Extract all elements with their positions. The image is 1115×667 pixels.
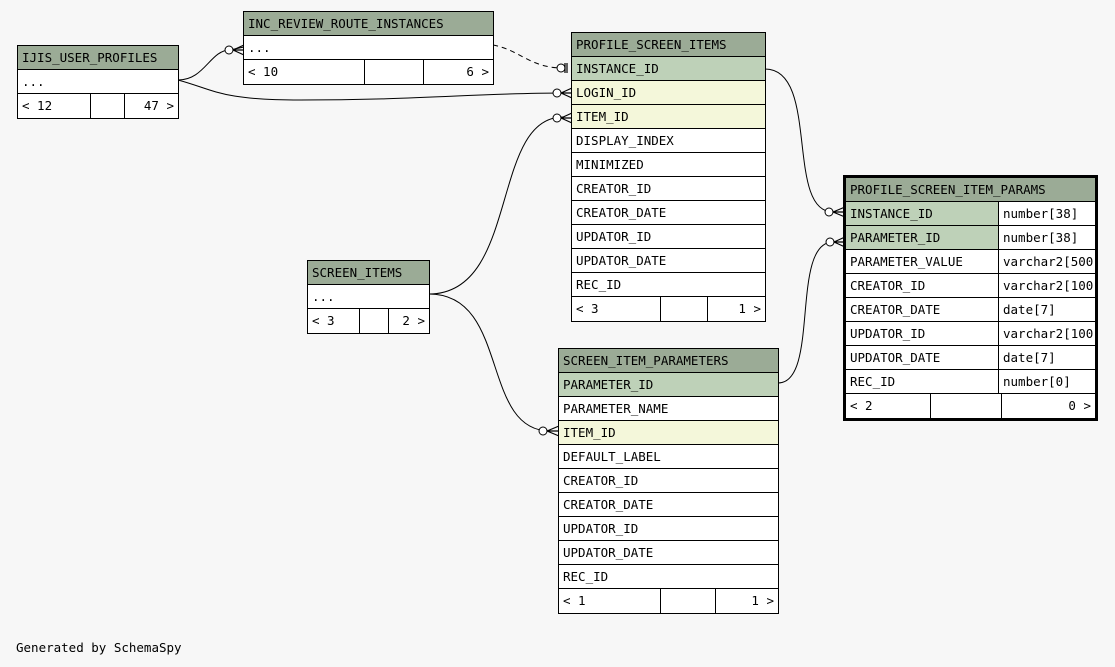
parent-count: < 3 xyxy=(576,301,599,316)
table-title: IJIS_USER_PROFILES xyxy=(22,50,158,65)
table-title: SCREEN_ITEM_PARAMETERS xyxy=(563,353,729,368)
column-login-id[interactable]: LOGIN_ID xyxy=(576,85,637,100)
column-updator-id[interactable]: UPDATOR_ID xyxy=(563,521,639,536)
child-count: 1 > xyxy=(715,589,778,613)
child-count: 6 > xyxy=(423,60,493,84)
column-updator-id[interactable]: UPDATOR_ID xyxy=(576,229,652,244)
relation-sip-psip-parameter xyxy=(777,241,834,384)
column-type: varchar2[100] xyxy=(998,322,1095,345)
column-default-label[interactable]: DEFAULT_LABEL xyxy=(563,449,661,464)
parent-count: < 3 xyxy=(312,313,335,328)
zero-one-marker xyxy=(556,63,566,73)
column-parameter-id[interactable]: PARAMETER_ID xyxy=(563,377,654,392)
relation-ijis-inc xyxy=(177,46,245,81)
column-display-index[interactable]: DISPLAY_INDEX xyxy=(576,133,674,148)
child-count: 47 > xyxy=(124,94,178,118)
parent-count: < 10 xyxy=(248,64,279,79)
column-type: varchar2[100] xyxy=(998,274,1095,297)
column-item-id[interactable]: ITEM_ID xyxy=(563,425,616,440)
column-type: number[0] xyxy=(998,370,1095,393)
column-type: date[7] xyxy=(998,298,1095,321)
column-creator-id[interactable]: CREATOR_ID xyxy=(850,278,926,293)
column-parameter-name[interactable]: PARAMETER_NAME xyxy=(563,401,669,416)
column-item-id[interactable]: ITEM_ID xyxy=(576,109,629,124)
zero-many-marker xyxy=(824,207,834,217)
column-updator-date[interactable]: UPDATOR_DATE xyxy=(576,253,667,268)
table-title: SCREEN_ITEMS xyxy=(312,265,403,280)
column-updator-date[interactable]: UPDATOR_DATE xyxy=(850,350,941,365)
child-count: 1 > xyxy=(707,297,765,321)
zero-many-marker xyxy=(552,113,562,123)
table-profile-screen-item-params[interactable]: PROFILE_SCREEN_ITEM_PARAMS INSTANCE_ID n… xyxy=(843,175,1098,421)
table-screen-item-parameters[interactable]: SCREEN_ITEM_PARAMETERS PARAMETER_ID PARA… xyxy=(558,348,779,614)
zero-many-marker xyxy=(552,88,562,98)
column-creator-id[interactable]: CREATOR_ID xyxy=(563,473,639,488)
table-ijis-user-profiles[interactable]: IJIS_USER_PROFILES ... < 12 47 > xyxy=(17,45,179,119)
column-parameter-id[interactable]: PARAMETER_ID xyxy=(846,226,998,249)
column-instance-id[interactable]: INSTANCE_ID xyxy=(846,202,998,225)
collapsed-columns: ... xyxy=(312,289,335,304)
column-creator-date[interactable]: CREATOR_DATE xyxy=(563,497,654,512)
column-rec-id[interactable]: REC_ID xyxy=(850,374,896,389)
relation-screen-items-sip-item xyxy=(428,293,551,432)
zero-many-marker xyxy=(825,237,835,247)
parent-count: < 12 xyxy=(22,98,53,113)
column-minimized[interactable]: MINIMIZED xyxy=(576,157,644,172)
child-count: 0 > xyxy=(1001,394,1095,418)
zero-many-marker xyxy=(224,45,234,55)
column-rec-id[interactable]: REC_ID xyxy=(576,277,622,292)
relation-ijis-psi-login xyxy=(177,79,564,101)
column-creator-date[interactable]: CREATOR_DATE xyxy=(576,205,667,220)
relation-inc-psi-instance xyxy=(492,44,564,69)
column-type: number[38] xyxy=(998,202,1095,225)
column-creator-date[interactable]: CREATOR_DATE xyxy=(850,302,941,317)
generated-by-label: Generated by SchemaSpy xyxy=(16,640,182,655)
relation-psi-psip-instance xyxy=(764,68,834,213)
table-title: PROFILE_SCREEN_ITEMS xyxy=(576,37,727,52)
column-creator-id[interactable]: CREATOR_ID xyxy=(576,181,652,196)
table-inc-review-route-instances[interactable]: INC_REVIEW_ROUTE_INSTANCES ... < 10 6 > xyxy=(243,11,494,85)
column-parameter-value[interactable]: PARAMETER_VALUE xyxy=(850,254,963,269)
column-updator-date[interactable]: UPDATOR_DATE xyxy=(563,545,654,560)
column-instance-id[interactable]: INSTANCE_ID xyxy=(576,61,659,76)
column-type: varchar2[500] xyxy=(998,250,1095,273)
table-title: PROFILE_SCREEN_ITEM_PARAMS xyxy=(850,182,1046,197)
column-type: date[7] xyxy=(998,346,1095,369)
table-screen-items[interactable]: SCREEN_ITEMS ... < 3 2 > xyxy=(307,260,430,334)
column-rec-id[interactable]: REC_ID xyxy=(563,569,609,584)
parent-count: < 1 xyxy=(563,593,586,608)
collapsed-columns: ... xyxy=(248,40,271,55)
zero-many-marker xyxy=(538,426,548,436)
column-updator-id[interactable]: UPDATOR_ID xyxy=(850,326,926,341)
column-type: number[38] xyxy=(998,226,1095,249)
child-count: 2 > xyxy=(388,309,429,333)
relation-screen-items-psi-item xyxy=(428,116,564,295)
table-title: INC_REVIEW_ROUTE_INSTANCES xyxy=(248,16,444,31)
table-profile-screen-items[interactable]: PROFILE_SCREEN_ITEMS INSTANCE_ID LOGIN_I… xyxy=(571,32,766,322)
collapsed-columns: ... xyxy=(22,74,45,89)
parent-count: < 2 xyxy=(850,398,873,413)
